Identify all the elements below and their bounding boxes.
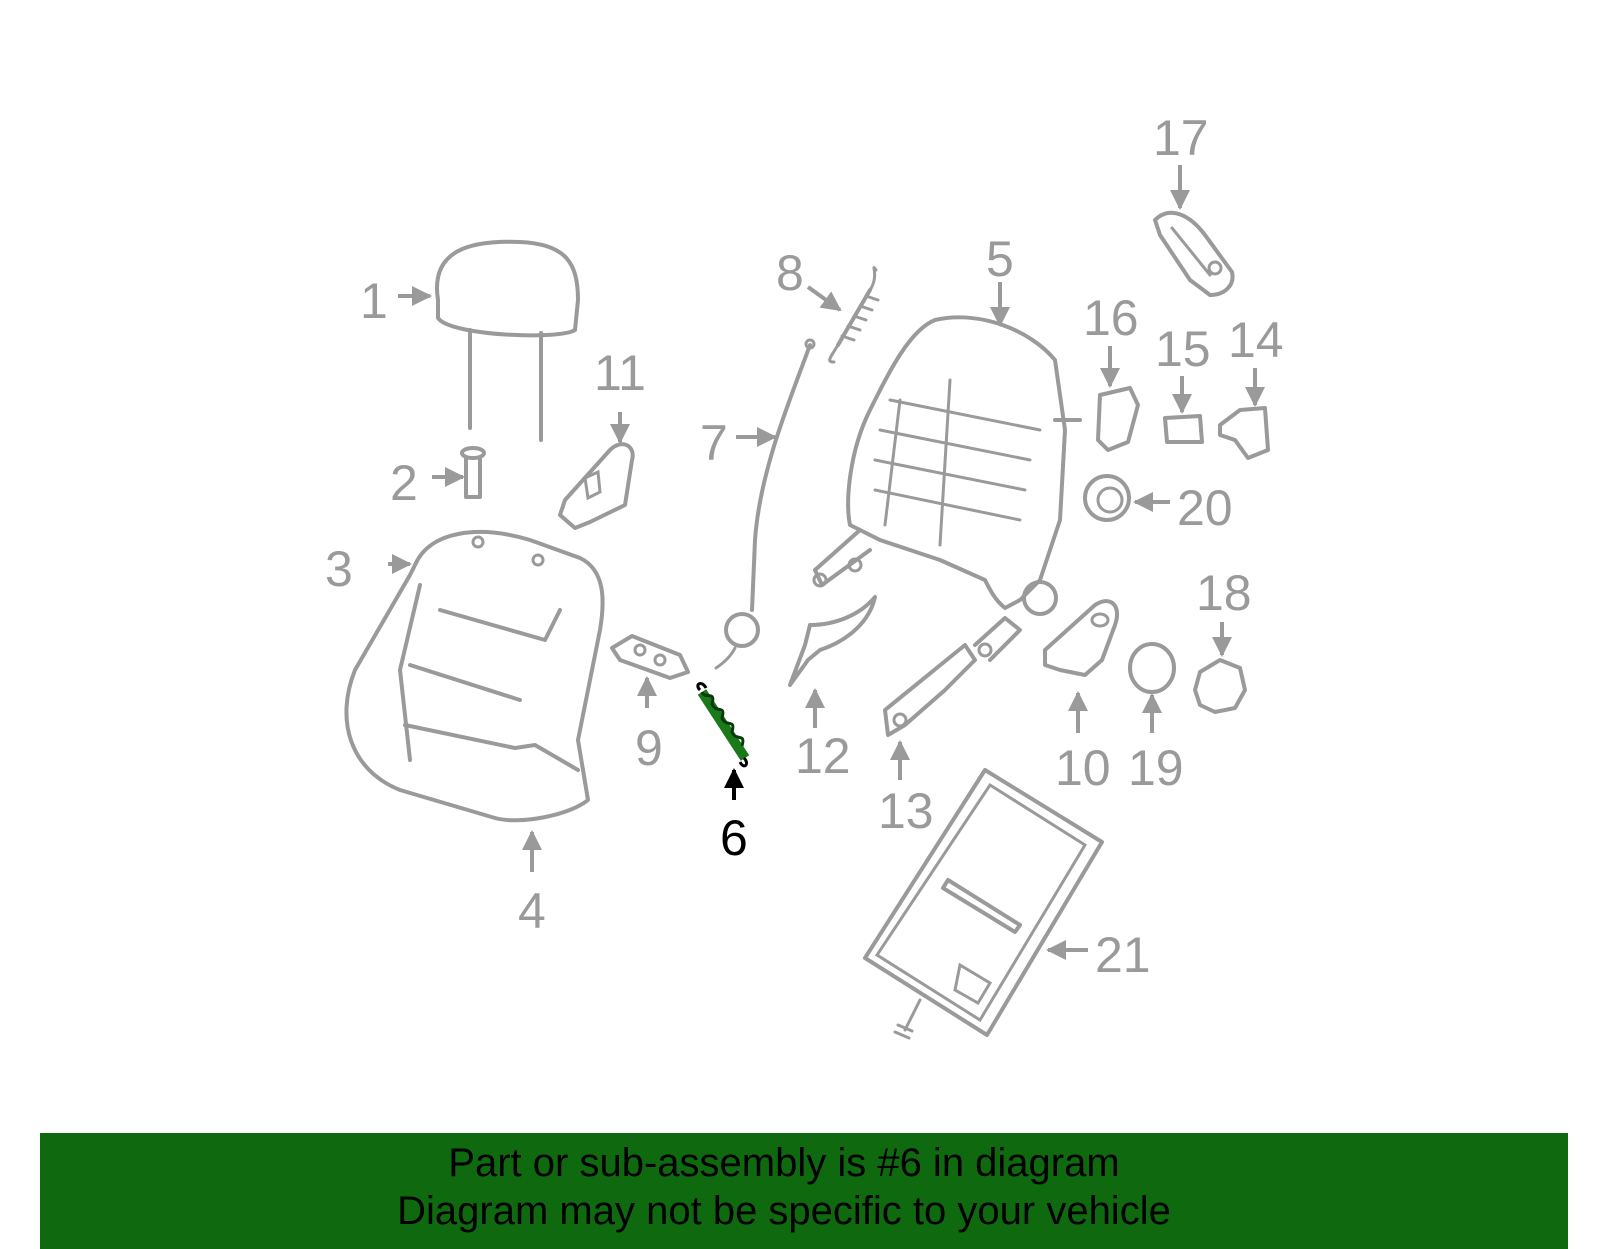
callout-8: 8 — [776, 245, 804, 301]
part-14-handle — [1218, 406, 1270, 460]
part-3-seat-back-cover — [344, 530, 605, 823]
callout-19: 19 — [1128, 740, 1184, 796]
callout-18: 18 — [1196, 565, 1252, 621]
info-banner: Part or sub-assembly is #6 in diagram Di… — [40, 1133, 1568, 1249]
part-7-cable — [714, 338, 816, 670]
part-19-ring — [1128, 642, 1176, 694]
callout-7: 7 — [700, 415, 728, 471]
banner-line-1: Part or sub-assembly is #6 in diagram — [448, 1141, 1120, 1185]
part-13-hinge — [883, 616, 1022, 737]
callout-15: 15 — [1155, 321, 1211, 377]
banner-line-2: Diagram may not be specific to your vehi… — [397, 1189, 1171, 1233]
part-9-trim — [610, 634, 690, 680]
part-2-guide-sleeve — [460, 446, 486, 499]
callout-10: 10 — [1055, 740, 1111, 796]
callout-11: 11 — [594, 345, 646, 401]
parts-diagram: 1 2 3 4 11 9 6 — [325, 110, 1284, 1040]
part-17-cover — [1153, 210, 1235, 297]
callout-5: 5 — [986, 231, 1014, 287]
part-1-headrest — [434, 239, 580, 442]
part-16-lever — [1096, 386, 1140, 452]
part-6-spring — [696, 682, 750, 768]
part-21-heating-pad — [863, 768, 1104, 1040]
callout-13: 13 — [878, 783, 934, 839]
callout-1: 1 — [360, 273, 388, 329]
part-11-bracket — [558, 442, 635, 530]
callout-12: 12 — [795, 728, 851, 784]
callout-14: 14 — [1228, 312, 1284, 368]
callout-17: 17 — [1153, 110, 1209, 166]
part-12-side-cover — [788, 595, 877, 687]
callout-21: 21 — [1095, 927, 1151, 983]
callout-2: 2 — [390, 455, 418, 511]
callout-6: 6 — [720, 810, 748, 866]
part-10-bracket — [1043, 599, 1119, 677]
part-15-clip — [1163, 414, 1204, 444]
part-18-knob — [1193, 658, 1247, 714]
callout-4: 4 — [518, 883, 546, 939]
callout-9: 9 — [635, 720, 663, 776]
part-8-spring — [828, 266, 880, 364]
part-5-seat-back-frame — [812, 315, 1082, 616]
leader-8 — [806, 285, 842, 312]
callout-20: 20 — [1177, 480, 1233, 536]
callout-3: 3 — [325, 541, 353, 597]
callout-16: 16 — [1083, 290, 1139, 346]
part-20-gear — [1083, 474, 1131, 522]
